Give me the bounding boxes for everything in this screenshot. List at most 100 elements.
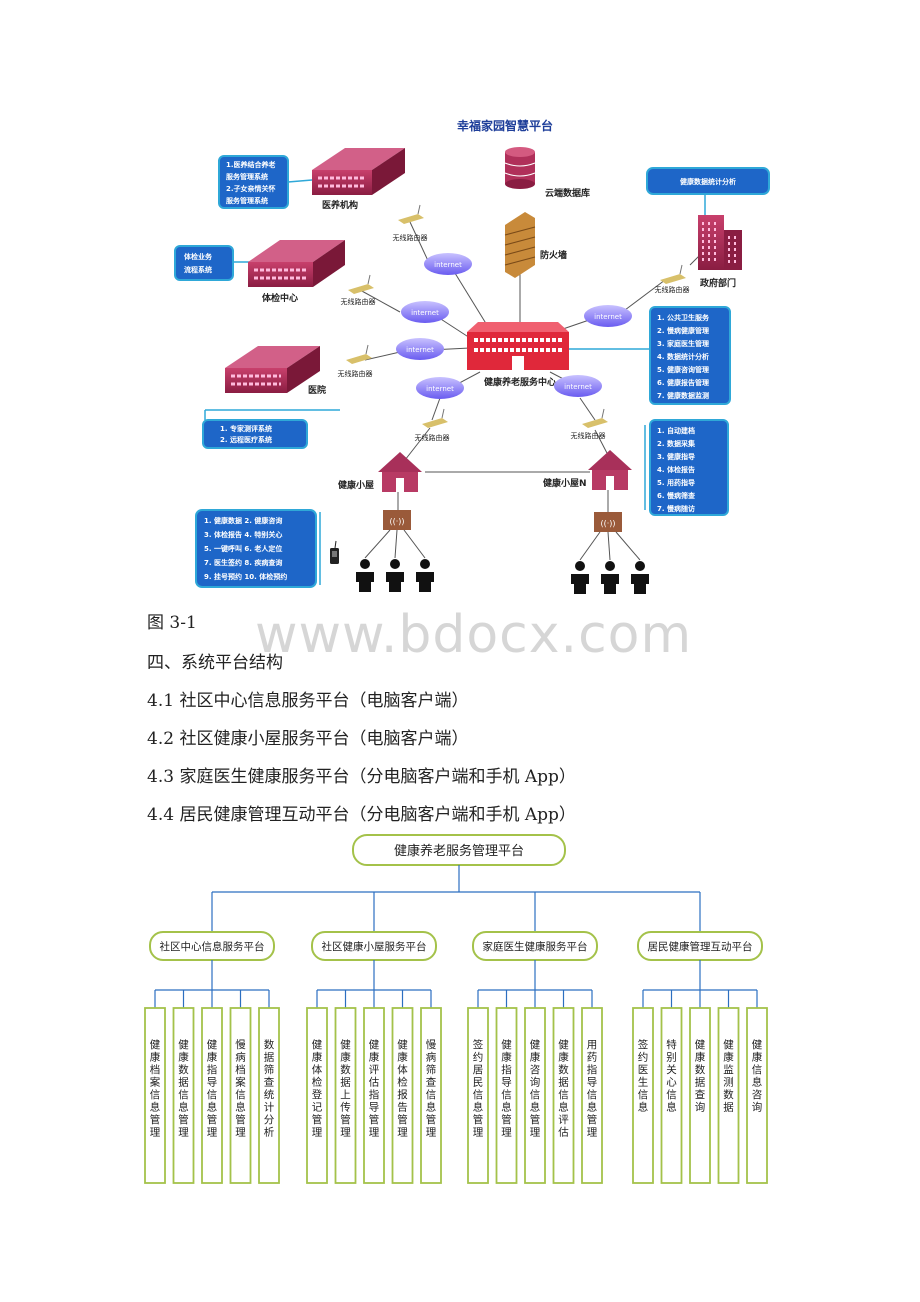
tree-branch-label: 居民健康管理互动平台 [648,940,753,953]
exam-center-building-icon [248,240,345,287]
tree-leaf-label: 健康数据信息评估 [558,1039,569,1139]
hospital-label: 医院 [308,384,326,396]
person-icon [601,561,619,594]
tree-leaf-label: 签约医生信息 [638,1038,649,1114]
watermark: www.bdocx.com [255,605,693,665]
exam-center-label: 体检中心 [262,292,298,304]
firewall-label: 防火墙 [540,249,567,261]
person-icon [356,559,374,592]
tree-leaf-box [689,1007,711,1184]
svg-text:1.医养结合养老: 1.医养结合养老 [226,160,276,169]
health-hut-n-label: 健康小屋N [543,477,587,489]
tree-leaf-box [420,1007,442,1184]
tree-leaf-box [363,1007,385,1184]
cloud-database-icon [504,147,536,189]
internet-cloud-icon: internet [424,253,472,275]
diagram1-title: 幸福家园智慧平台 [457,118,553,133]
wireless-router-icon: 无线路由器 [393,204,428,242]
wireless-router-icon: 无线路由器 [571,408,608,440]
tree-leaf-box [524,1007,546,1184]
svg-text:internet: internet [411,309,439,317]
platform-tree-diagram: 健康养老服务管理平台 社区中心信息服务平台健康档案信息管理健康数据信息管理健康指… [144,834,768,1184]
svg-text:2. 慢病健康管理: 2. 慢病健康管理 [657,326,709,335]
wireless-router-icon: 无线路由器 [415,408,450,442]
list-item: 4.1 社区中心信息服务平台（电脑客户端） [147,691,469,711]
medical-system-box: 1.医养结合养老 服务管理系统 2.子女亲情关怀 服务管理系统 [218,155,289,209]
hut-services-box: 1. 健康数据 2. 健康咨询 3. 体检报告 4. 特别关心 5. 一键呼叫 … [195,509,317,588]
internet-cloud-icon: internet [401,301,449,323]
center-services-box: 1. 公共卫生服务 2. 慢病健康管理 3. 家庭医生管理 4. 数据统计分析 … [649,306,731,405]
tree-leaf-box [717,1007,740,1184]
internet-cloud-icon: internet [396,338,444,360]
figure-caption: 图 3-1 [147,613,197,633]
cloud-db-label: 云端数据库 [545,187,590,199]
tree-leaf-box [746,1007,768,1184]
svg-text:1. 自动建档: 1. 自动建档 [657,426,695,435]
hut-n-services-box: 1. 自动建档 2. 数据采集 3. 健康指导 4. 体检报告 5. 用药指导 … [649,419,729,516]
svg-text:7. 慢病随访: 7. 慢病随访 [657,504,695,513]
tree-leaf-box [581,1007,603,1184]
svg-text:1. 公共卫生服务: 1. 公共卫生服务 [657,313,710,322]
service-center-building-icon [467,322,569,370]
tree-leaf-label: 慢病筛查信息管理 [426,1039,437,1139]
tree-leaf-label: 特别关心信息 [666,1039,677,1114]
svg-text:服务管理系统: 服务管理系统 [226,196,268,205]
svg-text:3. 家庭医生管理: 3. 家庭医生管理 [657,339,709,348]
svg-text:7. 健康数据监测: 7. 健康数据监测 [657,391,709,400]
medical-institution-label: 医养机构 [322,199,358,211]
government-label: 政府部门 [700,277,736,289]
network-diagram: 幸福家园智慧平台 云端数据库 [174,118,770,594]
info-box-leaders [204,179,706,585]
svg-text:internet: internet [426,385,454,393]
access-point-icon: ((·)) [594,512,622,532]
tree-branch-label: 家庭医生健康服务平台 [483,940,588,953]
tree-leaf-label: 健康监测数据 [723,1039,734,1114]
tree-leaf-box [172,1007,195,1184]
firewall-icon [504,212,536,278]
svg-text:5. 用药指导: 5. 用药指导 [657,478,695,487]
svg-text:无线路由器: 无线路由器 [338,369,373,378]
svg-text:无线路由器: 无线路由器 [655,285,690,294]
person-icon [571,561,589,594]
mobile-phone-icon [330,540,339,564]
tree-leaf-label: 健康档案信息管理 [150,1039,161,1139]
svg-text:健康数据统计分析: 健康数据统计分析 [680,177,736,186]
tree-leaf-box [334,1007,357,1184]
health-hut-label: 健康小屋 [338,479,374,491]
internet-cloud-icon: internet [584,305,632,327]
svg-text:internet: internet [406,346,434,354]
medical-institution-building-icon [312,148,405,195]
svg-text:5. 健康咨询管理: 5. 健康咨询管理 [657,365,709,374]
svg-text:internet: internet [564,383,592,391]
tree-leaf-label: 健康数据查询 [695,1039,706,1114]
wireless-router-icon: 无线路由器 [338,344,373,378]
svg-text:6. 慢病筛查: 6. 慢病筛查 [657,491,696,500]
svg-text:((·)): ((·)) [600,519,615,528]
tree-leaf-box [201,1007,223,1184]
svg-text:体检业务: 体检业务 [184,252,213,261]
list-item: 4.2 社区健康小屋服务平台（电脑客户端） [147,729,469,749]
svg-text:2. 数据采集: 2. 数据采集 [657,439,696,448]
list-item: 4.4 居民健康管理互动平台（分电脑客户端和手机 App） [147,805,576,825]
tree-leaf-box [552,1007,575,1184]
tree-leaf-box [306,1007,328,1184]
svg-text:无线路由器: 无线路由器 [341,297,376,306]
svg-text:7. 医生签约 8. 疾病查询: 7. 医生签约 8. 疾病查询 [204,558,282,567]
svg-text:6. 健康报告管理: 6. 健康报告管理 [657,378,709,387]
tree-leaf-box [144,1007,166,1184]
access-point-icon: ((·)) [383,510,411,530]
wireless-router-icon: 无线路由器 [341,274,376,306]
hospital-building-icon [225,346,320,393]
person-icon [386,559,404,592]
tree-leaf-label: 健康指导信息管理 [207,1039,218,1139]
tree-leaf-box [632,1007,654,1184]
svg-text:无线路由器: 无线路由器 [571,431,606,440]
person-icon [416,559,434,592]
svg-text:4. 体检报告: 4. 体检报告 [657,465,695,474]
tree-leaf-label: 健康咨询信息管理 [530,1039,541,1139]
government-building-icon [698,215,742,270]
svg-text:((·)): ((·)) [389,517,404,526]
tree-branch-label: 社区中心信息服务平台 [160,940,265,953]
svg-text:无线路由器: 无线路由器 [415,433,450,442]
svg-text:无线路由器: 无线路由器 [393,233,428,242]
